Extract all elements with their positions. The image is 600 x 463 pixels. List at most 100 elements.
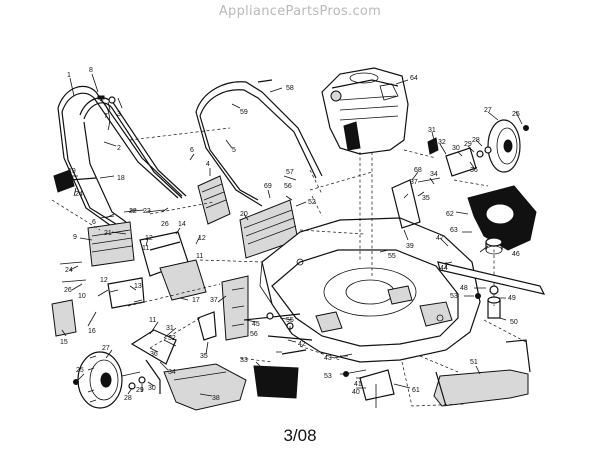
callout-55: 55 <box>388 253 396 260</box>
side-discharge-chute[interactable] <box>467 185 537 251</box>
callout-56b: 56 <box>250 331 258 338</box>
callout-59: 59 <box>240 109 248 116</box>
callout-53b: 53 <box>324 373 332 380</box>
callout-29b: 29 <box>464 141 472 148</box>
callout-43: 43 <box>324 355 332 362</box>
watermark: AppliancePartsPros.com <box>218 4 382 19</box>
callout-51: 51 <box>470 359 478 366</box>
callout-33: 33 <box>240 357 248 364</box>
page-label: 3/08 <box>283 426 317 445</box>
callout-35: 35 <box>200 353 208 360</box>
callout-34b: 34 <box>430 171 438 178</box>
callout-69: 69 <box>264 183 272 190</box>
blade-bolt-stack <box>475 285 501 319</box>
callout-19: 19 <box>68 168 76 175</box>
callout-44: 44 <box>440 265 448 272</box>
callout-14: 14 <box>178 221 186 228</box>
callout-12: 12 <box>145 235 153 242</box>
callout-27b: 27 <box>484 107 492 114</box>
callout-18: 18 <box>117 175 125 182</box>
bolts-left <box>59 209 165 303</box>
callout-6: 6 <box>92 219 96 226</box>
callout-12b: 12 <box>198 235 206 242</box>
callout-8: 8 <box>89 67 93 74</box>
callout-5: 5 <box>232 147 236 154</box>
callout-36: 36 <box>150 351 158 358</box>
engine-alignment-lines <box>359 152 373 276</box>
callout-24: 24 <box>75 191 83 198</box>
callout-11: 11 <box>142 245 149 252</box>
blade-adapter[interactable] <box>485 237 503 255</box>
callout-58: 58 <box>286 85 294 92</box>
callout-36b: 36 <box>470 167 478 174</box>
callout-26b: 26 <box>64 287 72 294</box>
callout-23: 23 <box>143 208 151 215</box>
wheel-hardware-left <box>73 329 177 394</box>
upper-handle[interactable] <box>195 81 323 207</box>
callout-68: 68 <box>414 167 422 174</box>
callout-25: 25 <box>76 367 84 374</box>
callout-1: 1 <box>67 72 71 79</box>
callout-20: 20 <box>240 211 248 218</box>
rear-skirt[interactable] <box>163 363 247 411</box>
assembly-dashed-lines <box>51 127 489 363</box>
callout-16: 16 <box>88 328 96 335</box>
rear-wheel-left[interactable] <box>77 351 123 409</box>
blade[interactable] <box>437 261 546 295</box>
bracket-15[interactable] <box>51 299 77 337</box>
callout-22: 22 <box>129 208 137 215</box>
callout-41: 41 <box>354 381 362 388</box>
callout-25b: 25 <box>512 111 520 118</box>
rear-deflector[interactable] <box>253 365 299 399</box>
callout-57: 57 <box>286 169 294 176</box>
callout-27: 27 <box>102 345 110 352</box>
callout-11b: 11 <box>196 253 203 260</box>
engine[interactable] <box>321 67 409 155</box>
callout-52: 52 <box>308 199 316 206</box>
callout-24b: 24 <box>65 267 73 274</box>
bolt-knob-left[interactable] <box>53 169 97 193</box>
callout-49: 49 <box>508 295 516 302</box>
callout-32: 32 <box>168 335 176 342</box>
callout-46: 46 <box>512 251 520 258</box>
rear-wheel-right[interactable] <box>487 119 521 173</box>
callout-2: 2 <box>117 145 121 152</box>
mower-deck[interactable] <box>259 217 481 363</box>
height-adjuster-left[interactable] <box>87 221 207 309</box>
cable-upper <box>97 95 116 131</box>
callout-6b: 6 <box>190 147 194 154</box>
callout-21: 21 <box>104 230 112 237</box>
front-pivot-hardware <box>266 312 395 408</box>
callout-31b: 31 <box>428 127 436 134</box>
callout-29: 29 <box>136 387 144 394</box>
callout-28b: 28 <box>472 137 480 144</box>
callout-63: 63 <box>450 227 458 234</box>
callout-9: 9 <box>73 234 77 241</box>
callout-45: 45 <box>252 321 260 328</box>
front-axle-bracket[interactable] <box>221 275 249 341</box>
callout-7: 7 <box>104 113 108 120</box>
callout-30b: 30 <box>452 145 460 152</box>
callout-labels: 1 8 7 3 2 19 18 24 6 22 9 21 23 26 14 12… <box>60 67 520 402</box>
callout-10: 10 <box>78 293 86 300</box>
callout-15: 15 <box>60 339 68 346</box>
callout-28: 28 <box>124 395 132 402</box>
callout-34: 34 <box>168 369 176 376</box>
callout-17: 17 <box>192 297 200 304</box>
handle-knob-line <box>257 79 273 83</box>
callout-26: 26 <box>161 221 169 228</box>
callout-64: 64 <box>410 75 418 82</box>
callout-13: 13 <box>134 283 142 290</box>
rear-door-bracket[interactable] <box>197 175 231 225</box>
callout-50: 50 <box>510 319 518 326</box>
callout-38: 38 <box>212 395 220 402</box>
callout-39: 39 <box>406 243 414 250</box>
callout-32b: 32 <box>438 139 446 146</box>
front-bumper-bracket[interactable] <box>433 339 531 407</box>
callout-4: 4 <box>206 161 210 168</box>
callout-37: 37 <box>210 297 218 304</box>
callout-37b: 37 <box>410 179 418 186</box>
callout-53: 53 <box>450 293 458 300</box>
callout-11c: 11 <box>149 317 156 324</box>
